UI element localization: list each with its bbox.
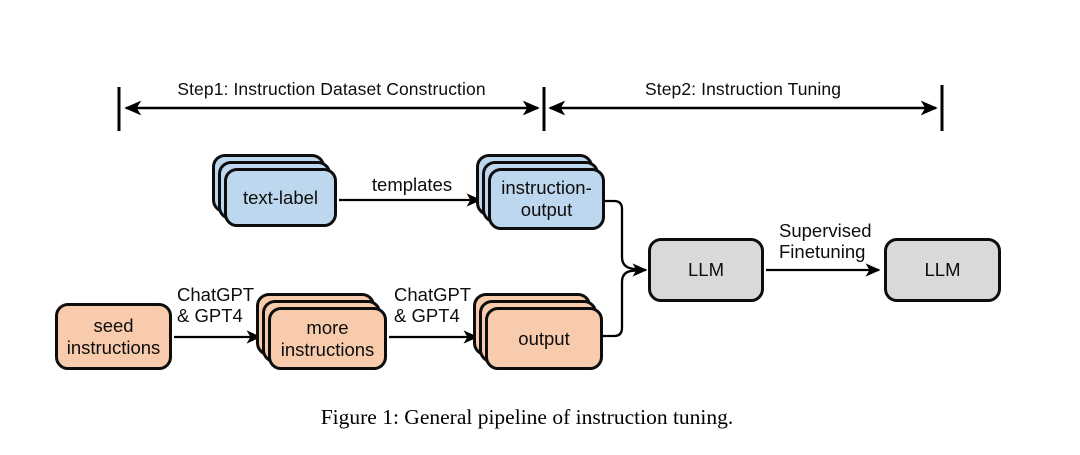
supervised-finetuning-line1: Supervised	[779, 220, 872, 241]
instruction-output-box: instruction- output	[488, 168, 605, 230]
llm-tuned-box: LLM	[884, 238, 1001, 302]
instruction-output-text-line1: instruction-	[501, 177, 592, 198]
output-box: output	[485, 307, 603, 370]
chatgpt-gpt4-label-left: ChatGPT & GPT4	[177, 284, 254, 326]
figure-caption: Figure 1: General pipeline of instructio…	[320, 405, 734, 429]
llm-base-box: LLM	[648, 238, 764, 302]
output-stack: output	[473, 293, 603, 370]
step1-label: Step1: Instruction Dataset Construction	[177, 79, 486, 99]
chatgpt-gpt4-label-right: ChatGPT & GPT4	[394, 284, 471, 326]
more-instructions-box: more instructions	[268, 307, 387, 370]
more-instructions-stack: more instructions	[256, 293, 387, 370]
output-text: output	[518, 327, 570, 349]
llm-base-text: LLM	[688, 259, 724, 280]
chatgpt-gpt4-right-line2: & GPT4	[394, 305, 460, 326]
step2-label: Step2: Instruction Tuning	[644, 79, 842, 99]
more-instructions-text-line2: instructions	[280, 338, 375, 360]
chatgpt-gpt4-left-line2: & GPT4	[177, 305, 243, 326]
seed-instructions-text-line1: seed	[93, 314, 134, 336]
supervised-finetuning-line2: Finetuning	[779, 241, 866, 262]
templates-label: templates	[371, 174, 453, 195]
chatgpt-gpt4-right-line1: ChatGPT	[394, 284, 472, 305]
text-label-stack: text-label	[212, 154, 337, 227]
instruction-output-to-llm-elbow	[605, 199, 640, 271]
instruction-output-stack: instruction- output	[476, 154, 605, 230]
seed-instructions-text-line2: instructions	[66, 336, 161, 358]
chatgpt-gpt4-left-line1: ChatGPT	[177, 284, 255, 305]
text-label-box: text-label	[224, 168, 337, 227]
instruction-output-text-line2: output	[520, 199, 573, 220]
more-instructions-text-line1: more	[306, 316, 349, 338]
seed-instructions-box: seed instructions	[55, 303, 172, 370]
output-to-llm-elbow	[603, 269, 640, 338]
llm-tuned-text: LLM	[924, 259, 961, 280]
supervised-finetuning-label: Supervised Finetuning	[779, 220, 872, 262]
text-label-text: text-label	[242, 186, 319, 208]
